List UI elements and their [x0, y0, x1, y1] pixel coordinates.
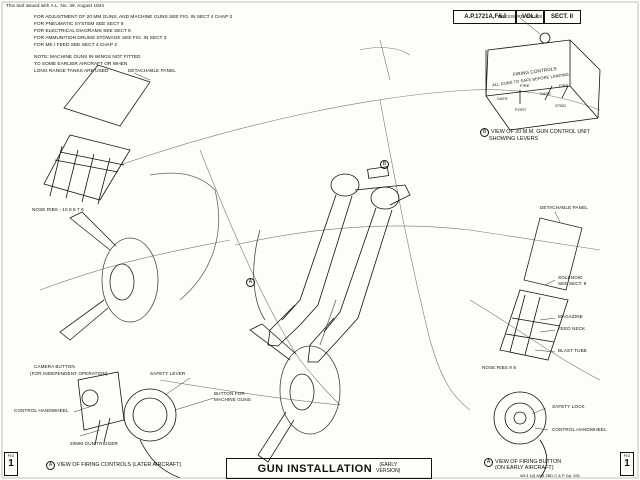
label-feed-neck: FEED NECK: [558, 326, 586, 331]
version-line-2: VERSION): [376, 467, 401, 474]
label-for-independent: (FOR INDEPENDENT OPERATION): [30, 371, 108, 376]
label-camera-button: CAMERA BUTTON: [34, 364, 75, 369]
gun-control-unit: [485, 32, 601, 131]
caption-view-a-right-line2: (ON EARLY AIRCRAFT): [495, 465, 554, 471]
cannon-bay: [253, 166, 411, 363]
ref-publication: A.P.1721A,F&J: [453, 10, 517, 24]
callout-a-marker: A: [246, 278, 257, 287]
fig-number-left: 1: [8, 458, 14, 469]
right-wing-gun-bay: [499, 217, 583, 361]
caption-view-a-right-line1: VIEW OF FIRING BUTTON: [495, 459, 562, 465]
left-wing-gun-bay: [43, 64, 151, 205]
label-fire-2: FIRE: [559, 83, 569, 88]
caption-view-b-line1: VIEW OF 20 M.M. GUN CONTROL UNIT: [491, 129, 590, 135]
leader-lines: [73, 17, 561, 437]
firing-controls-grip: [77, 371, 181, 479]
label-safe-2: SAFE: [540, 91, 551, 96]
label-nose-ribs-left: NOSE RIBS - 10 9 8 7 6: [32, 207, 84, 212]
note-line: FOR ADJUSTMENT OF 20 MM GUNS, AND MACHIN…: [34, 15, 233, 20]
label-detachable-panel-right: DETACHABLE PANEL: [540, 205, 588, 210]
label-see-sect-9: SEE SECT. 9: [558, 281, 587, 286]
note-line: FOR AMMUNITION DRUMS STOWAGE SEE FIG. IN…: [34, 36, 167, 41]
drawing-title: GUN INSTALLATION: [257, 462, 373, 475]
callout-a-badge-right: A: [484, 458, 493, 467]
label-pressure-gauge: PRESSURE GAUGE: [498, 14, 543, 19]
callout-a-badge-left: A: [46, 461, 55, 470]
callout-b-marker: B: [380, 160, 391, 169]
label-20mm-trigger: 20MM GUN TRIGGER: [70, 441, 118, 446]
title-block: GUN INSTALLATION (EARLY VERSION): [226, 458, 432, 479]
firing-button-assembly: [493, 391, 548, 479]
fig-number-right: 1: [624, 458, 630, 469]
ref-volume: VOL.I: [515, 10, 545, 24]
label-safety-lock: SAFETY LOCK: [552, 404, 585, 409]
label-button-mg-1: BUTTON FOR: [214, 391, 245, 396]
label-port: PORT: [515, 107, 527, 112]
label-solenoid: SOLENOID: [558, 275, 583, 280]
note-line: TO SOME EARLIER AIRCRAFT OR WHEN: [34, 62, 128, 67]
label-fire-1: FIRE: [520, 83, 530, 88]
label-control-handwheel-left: CONTROL HANDWHEEL: [14, 408, 69, 413]
right-engine-nacelle: [249, 299, 341, 463]
fig-box-left: FIG 1: [4, 452, 18, 476]
label-stbd: STBD: [555, 103, 567, 108]
note-line: NOTE: MACHINE GUNS IN WINGS NOT FITTED: [34, 55, 141, 60]
airframe-outline: [39, 39, 601, 411]
version-line-1: (EARLY: [379, 462, 398, 468]
label-control-handwheel-right: CONTROL HANDWHEEL: [552, 427, 607, 432]
label-magazine: MAGAZINE: [558, 314, 583, 319]
fig-label-left: FIG: [7, 453, 15, 458]
ref-section: SECT. II: [543, 10, 581, 24]
label-blast-tube: BLAST TUBE: [558, 348, 587, 353]
caption-view-a-left-text: VIEW OF FIRING CONTROLS (LATER AIRCRAFT): [57, 462, 182, 468]
note-line: FOR PNEUMATIC SYSTEM SEE SECT 9: [34, 22, 124, 27]
label-button-mg-2: MACHINE GUNS: [214, 397, 251, 402]
label-safety-lever: SAFETY LEVER: [150, 371, 186, 376]
left-engine-nacelle: [59, 172, 220, 341]
label-safe-1: SAFE: [497, 96, 508, 101]
label-nose-ribs-right: NOSE RIBS 9 8: [482, 365, 516, 370]
footer-print: Wt.3 1(f) 8/44 2BD C & P Gp. 931: [520, 473, 580, 478]
fig-label-right: FIG: [623, 453, 631, 458]
issue-note: This leaf issued with A.L. No. 39. Augus…: [6, 3, 105, 8]
note-line: FOR ELECTRICAL DIAGRAMS SEE SECT 6: [34, 29, 131, 34]
fig-box-right: FIG 1: [620, 452, 634, 476]
label-detachable-panel-left: DETACHABLE PANEL: [128, 68, 176, 73]
callout-b-badge: B: [480, 128, 489, 137]
caption-view-b-line2: SHOWING LEVERS: [489, 136, 539, 142]
drawing-version: (EARLY VERSION): [376, 462, 401, 474]
note-line: LONG RANGE TANKS ARE USED: [34, 69, 109, 74]
note-line: FOR MK I FEED SEE SECT 4 CHAP 2: [34, 43, 117, 48]
